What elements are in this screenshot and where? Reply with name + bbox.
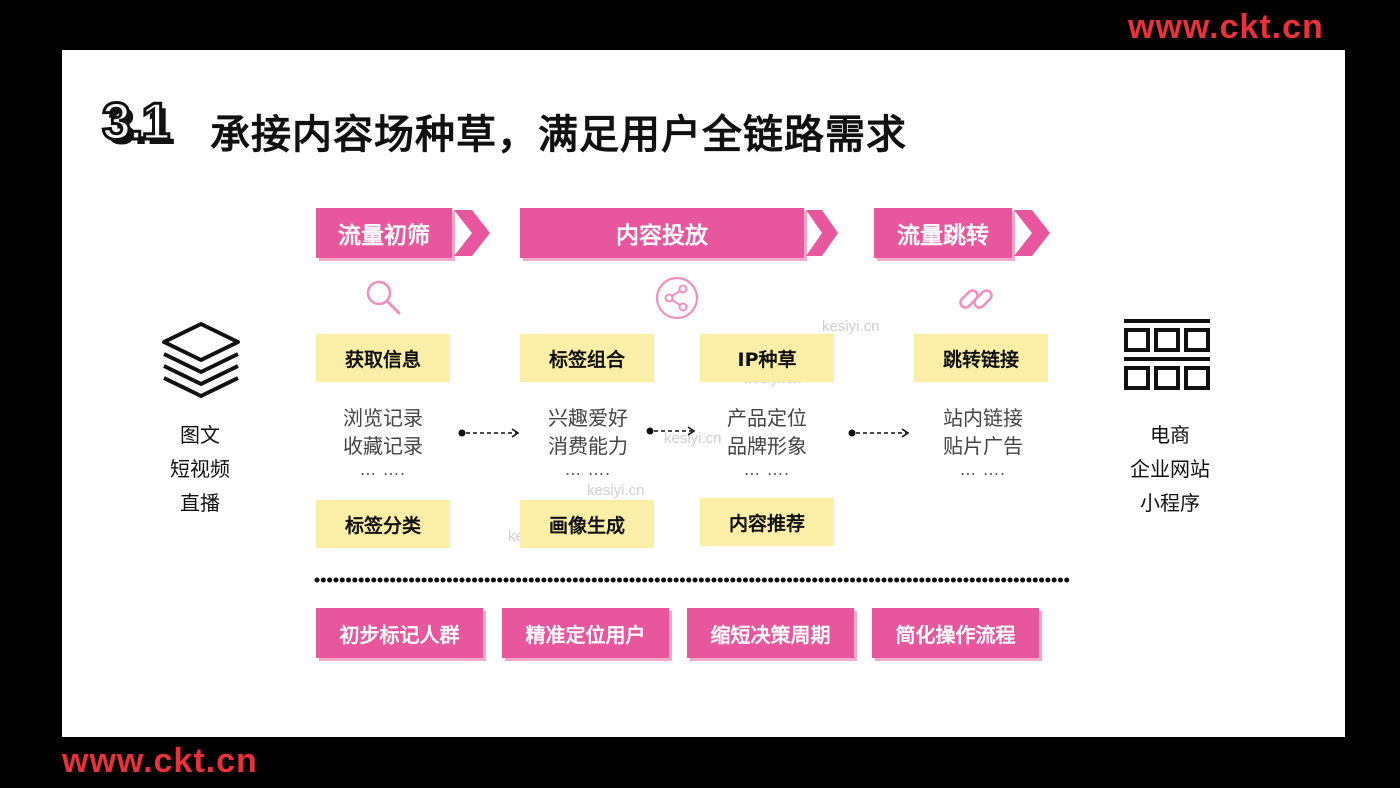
slide: 3.1 承接内容场种草，满足用户全链路需求 kesiyi.cn kesiyi.c… (62, 50, 1345, 737)
dotted-divider (314, 577, 1070, 583)
result-initial-crowd-marking: 初步标记人群 (316, 608, 483, 658)
ellipsis: … …. (959, 460, 1007, 479)
description-block: 兴趣爱好 消费能力 (523, 404, 653, 460)
description-line: 消费能力 (548, 434, 628, 458)
faint-watermark: kesiyi.cn (664, 430, 722, 447)
description-line: 兴趣爱好 (548, 406, 628, 430)
ellipsis: … …. (564, 460, 612, 479)
tag-get-info: 获取信息 (316, 334, 450, 382)
tag-profile-generation: 画像生成 (520, 500, 654, 548)
phase-header-traffic-screening: 流量初筛 (316, 208, 492, 258)
chevron-right-icon (806, 210, 838, 256)
slide-title: 承接内容场种草，满足用户全链路需求 (210, 112, 907, 158)
description-block: 产品定位 品牌形象 (702, 404, 832, 460)
faint-watermark: kesiyi.cn (822, 318, 880, 335)
faint-watermark: kesiyi.cn (587, 482, 645, 499)
ellipsis: … …. (359, 460, 407, 479)
dashed-arrow-icon (458, 428, 520, 438)
format-item: 直播 (180, 491, 220, 515)
search-icon (366, 280, 401, 315)
result-simplify-operation: 简化操作流程 (872, 608, 1039, 658)
description-line: 收藏记录 (343, 434, 423, 458)
result-precise-user-targeting: 精准定位用户 (502, 608, 669, 658)
tag-ip-seeding: IP种草 (700, 334, 834, 382)
dashed-arrow-icon (848, 428, 910, 438)
grid-icon (1124, 319, 1210, 390)
layers-icon (162, 322, 240, 398)
ellipsis: … …. (743, 460, 791, 479)
watermark-bottom: www.ckt.cn (62, 742, 258, 780)
tag-tag-combination: 标签组合 (520, 334, 654, 382)
phase-header-traffic-redirect: 流量跳转 (874, 208, 1054, 258)
phase-header-content-delivery: 内容投放 (520, 208, 840, 258)
destination-item: 企业网站 (1130, 457, 1210, 481)
format-item: 图文 (180, 423, 220, 447)
destination-item: 小程序 (1140, 491, 1200, 515)
chevron-right-icon (1014, 210, 1050, 256)
tag-tag-classification: 标签分类 (316, 500, 450, 548)
link-icon (959, 289, 993, 309)
description-line: 品牌形象 (727, 434, 807, 458)
description-line: 浏览记录 (343, 406, 423, 430)
format-item: 短视频 (170, 457, 230, 481)
description-block: 浏览记录 收藏记录 (318, 404, 448, 460)
description-block: 站内链接 贴片广告 (918, 404, 1048, 460)
tag-content-recommendation: 内容推荐 (700, 498, 834, 546)
dashed-arrow-icon (646, 426, 696, 436)
chevron-right-icon (454, 210, 490, 256)
destinations: 电商 企业网站 小程序 (1110, 418, 1230, 520)
description-line: 站内链接 (943, 406, 1023, 430)
destination-item: 电商 (1150, 423, 1190, 447)
watermark-top: www.ckt.cn (1128, 8, 1324, 46)
result-shorten-decision-cycle: 缩短决策周期 (687, 608, 854, 658)
section-number: 3.1 (100, 92, 171, 153)
share-icon (655, 276, 699, 320)
content-formats: 图文 短视频 直播 (140, 418, 260, 520)
phase-label: 流量初筛 (316, 208, 452, 258)
phase-label: 流量跳转 (874, 208, 1012, 258)
tag-redirect-link: 跳转链接 (914, 334, 1048, 382)
description-line: 产品定位 (727, 406, 807, 430)
description-line: 贴片广告 (943, 434, 1023, 458)
phase-label: 内容投放 (520, 208, 804, 258)
